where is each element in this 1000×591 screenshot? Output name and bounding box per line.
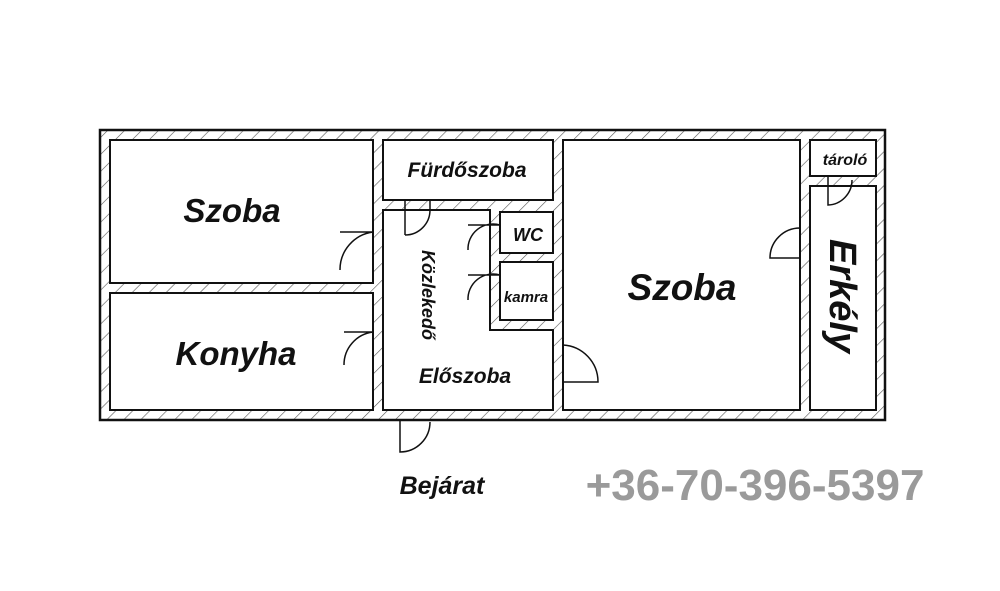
label-konyha: Konyha bbox=[175, 335, 296, 372]
door-wc bbox=[467, 223, 501, 251]
door-szoba-left bbox=[339, 231, 374, 271]
watermark-phone: +36-70-396-5397 bbox=[586, 461, 925, 510]
label-szoba-left: Szoba bbox=[183, 192, 280, 229]
room-konyha bbox=[109, 292, 374, 411]
label-tarolo: tároló bbox=[823, 152, 868, 169]
label-bejarat: Bejárat bbox=[400, 472, 486, 500]
door-tarolo bbox=[827, 176, 853, 206]
room-szoba-left bbox=[109, 139, 374, 284]
label-furdoszoba: Fürdőszoba bbox=[408, 159, 527, 182]
room-kozlekedo-eloszoba bbox=[382, 209, 554, 411]
room-szoba-right bbox=[562, 139, 801, 411]
label-kozlekedo: Közlekedő bbox=[418, 250, 438, 341]
door-furdoszoba bbox=[404, 200, 431, 236]
label-erkely: Erkély bbox=[821, 239, 863, 355]
label-kamra: kamra bbox=[504, 289, 548, 306]
door-szoba-erkely bbox=[769, 227, 801, 259]
door-szoba-right bbox=[562, 344, 599, 383]
room-furdoszoba bbox=[382, 139, 554, 201]
room-erkely bbox=[809, 185, 877, 411]
room-kamra bbox=[499, 261, 554, 321]
label-szoba-right: Szoba bbox=[628, 267, 737, 308]
door-entrance bbox=[399, 420, 431, 453]
label-eloszoba: Előszoba bbox=[419, 365, 512, 388]
doors bbox=[339, 176, 853, 453]
label-wc: WC bbox=[513, 225, 544, 245]
room-tarolo bbox=[809, 139, 877, 177]
door-kamra bbox=[467, 273, 501, 301]
door-konyha bbox=[343, 331, 374, 366]
